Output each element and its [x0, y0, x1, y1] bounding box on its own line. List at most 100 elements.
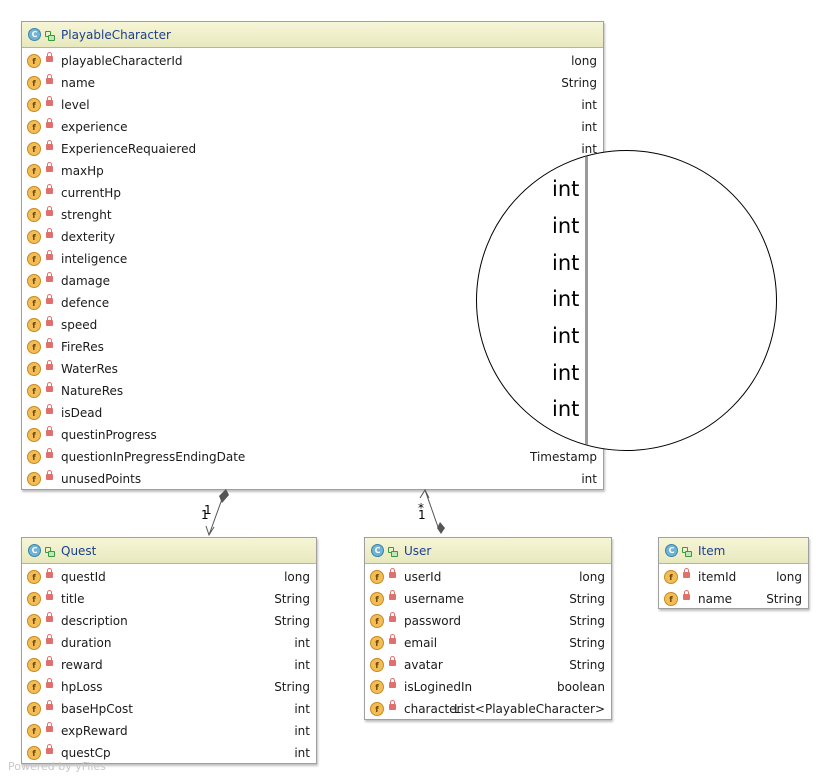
field-icon: f [370, 636, 384, 650]
composition-diamond-icon [437, 522, 445, 534]
lock-icon [46, 656, 53, 666]
field-name: name [698, 592, 733, 606]
field-icon: f [27, 658, 41, 672]
field-name: FireRes [61, 340, 104, 354]
field-name: duration [61, 636, 112, 650]
field-name: dexterity [61, 230, 116, 244]
lock-icon [46, 722, 53, 732]
field-icon: f [370, 614, 384, 628]
lock-icon [46, 448, 53, 458]
class-name: Quest [61, 543, 97, 558]
watermark: Powered by yFiles [8, 760, 106, 773]
field-icon: f [27, 186, 41, 200]
field-name: avatar [404, 658, 443, 672]
field-type: long [579, 570, 605, 584]
field-name: isDead [61, 406, 103, 420]
lock-icon [389, 612, 396, 622]
field-icon: f [370, 680, 384, 694]
arrowhead-icon [205, 525, 215, 537]
field-name: NatureRes [61, 384, 124, 398]
class-header: C Item [659, 538, 808, 564]
field-type: int [294, 658, 310, 672]
field-name: name [61, 76, 96, 90]
field-name: baseHpCost [61, 702, 133, 716]
lock-icon [389, 590, 396, 600]
class-icon: C [665, 544, 678, 557]
magnified-type-label: int [552, 214, 580, 238]
field-name: expReward [61, 724, 128, 738]
field-type: String [274, 592, 310, 606]
class-icon: C [371, 544, 384, 557]
field-icon: f [27, 680, 41, 694]
field-type: long [776, 570, 802, 584]
field-type: String [569, 592, 605, 606]
magnifier-divider [585, 151, 588, 450]
lock-icon [46, 272, 53, 282]
field-name: character [404, 702, 462, 716]
field-type: Timestamp [530, 450, 597, 464]
field-type: int [581, 472, 597, 486]
lock-icon [46, 316, 53, 326]
field-type: int [294, 746, 310, 760]
field-name: username [404, 592, 464, 606]
field-name: itemId [698, 570, 737, 584]
field-name: description [61, 614, 128, 628]
field-type: boolean [557, 680, 605, 694]
lock-icon [46, 294, 53, 304]
field-row[interactable]: f currentHp [22, 182, 603, 204]
lock-icon [46, 590, 53, 600]
magnified-type-label: int [552, 177, 580, 201]
package-icon [681, 546, 692, 557]
field-icon: f [27, 362, 41, 376]
lock-icon [46, 162, 53, 172]
field-name: password [404, 614, 461, 628]
lock-icon [46, 568, 53, 578]
lock-icon [46, 206, 53, 216]
field-name: currentHp [61, 186, 121, 200]
field-name: maxHp [61, 164, 104, 178]
magnified-type-label: int [552, 251, 580, 275]
